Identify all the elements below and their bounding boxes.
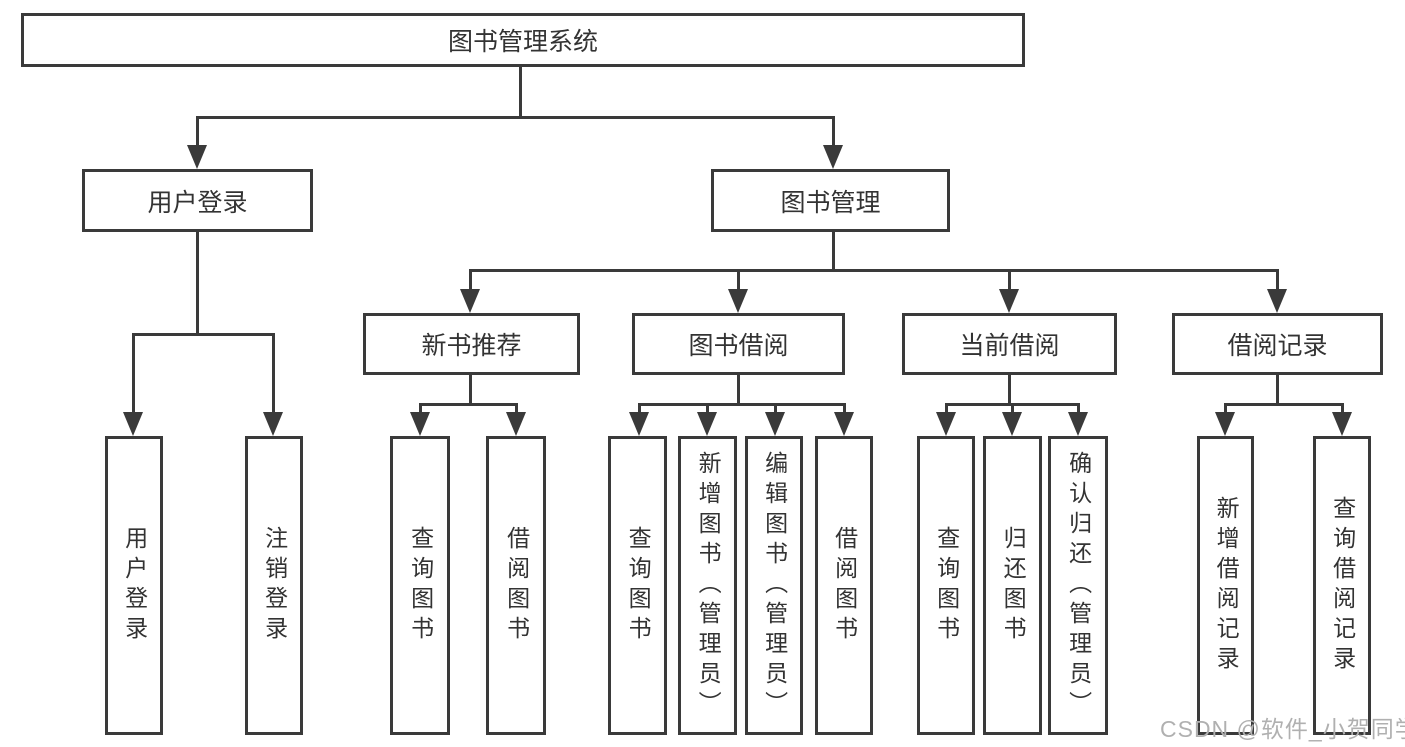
arrowhead-icon <box>1332 412 1352 436</box>
leaf-confirm-return-admin-label: 确认归还（管理员） <box>1065 450 1092 721</box>
leaf-add-borrow-record-label: 新增借阅记录 <box>1213 495 1240 676</box>
arrowhead-icon <box>629 412 649 436</box>
arrowhead-icon <box>823 145 843 169</box>
node-book-borrow-label: 图书借阅 <box>688 332 789 360</box>
connector <box>737 272 740 292</box>
leaf-borrow-books-2-label: 借阅图书 <box>831 525 858 646</box>
node-new-book-recommend: 新书推荐 <box>363 313 580 375</box>
connector <box>132 336 135 414</box>
node-book-borrow: 图书借阅 <box>632 313 845 375</box>
connector <box>638 403 641 415</box>
leaf-return-books: 归还图书 <box>983 436 1042 735</box>
connector <box>419 403 518 406</box>
leaf-add-books-admin: 新增图书（管理员） <box>678 436 737 735</box>
arrowhead-icon <box>936 412 956 436</box>
leaf-query-books-2: 查询图书 <box>608 436 667 735</box>
node-user-login-label: 用户登录 <box>147 188 248 217</box>
arrowhead-icon <box>506 412 526 436</box>
arrowhead-icon <box>697 412 717 436</box>
connector <box>196 232 199 336</box>
leaf-query-borrow-record: 查询借阅记录 <box>1313 436 1371 735</box>
leaf-query-books-2-label: 查询图书 <box>625 525 652 646</box>
leaf-query-borrow-record-label: 查询借阅记录 <box>1329 495 1356 676</box>
arrowhead-icon <box>187 145 207 169</box>
connector <box>515 403 518 415</box>
arrowhead-icon <box>460 289 480 313</box>
leaf-logout-label: 注销登录 <box>261 525 288 646</box>
node-current-borrow: 当前借阅 <box>902 313 1117 375</box>
connector <box>1276 375 1279 406</box>
node-new-book-recommend-label: 新书推荐 <box>421 332 522 360</box>
leaf-add-borrow-record: 新增借阅记录 <box>1197 436 1254 735</box>
connector <box>1008 375 1011 406</box>
connector <box>272 336 275 414</box>
connector <box>469 375 472 406</box>
leaf-borrow-books: 借阅图书 <box>486 436 546 735</box>
node-library-system: 图书管理系统 <box>21 13 1025 67</box>
node-current-borrow-label: 当前借阅 <box>959 332 1060 360</box>
connector <box>774 403 777 415</box>
leaf-query-books-label: 查询图书 <box>407 525 434 646</box>
node-book-management-label: 图书管理 <box>780 188 881 217</box>
arrowhead-icon <box>834 412 854 436</box>
arrowhead-icon <box>1267 289 1287 313</box>
connector <box>832 119 835 147</box>
leaf-borrow-books-label: 借阅图书 <box>503 525 530 646</box>
node-borrow-records-label: 借阅记录 <box>1227 332 1328 360</box>
arrowhead-icon <box>410 412 430 436</box>
connector <box>1341 403 1344 415</box>
leaf-borrow-books-2: 借阅图书 <box>815 436 873 735</box>
leaf-user-login-label: 用户登录 <box>121 525 148 646</box>
connector <box>706 403 709 415</box>
arrowhead-icon <box>1002 412 1022 436</box>
connector <box>469 269 1279 272</box>
leaf-query-books: 查询图书 <box>390 436 450 735</box>
leaf-edit-books-admin-label: 编辑图书（管理员） <box>761 450 788 721</box>
connector <box>832 232 835 272</box>
leaf-user-login: 用户登录 <box>105 436 163 735</box>
arrowhead-icon <box>765 412 785 436</box>
connector <box>1077 403 1080 415</box>
connector <box>1276 272 1279 292</box>
connector <box>419 403 422 415</box>
node-user-login: 用户登录 <box>82 169 313 232</box>
node-library-system-label: 图书管理系统 <box>447 28 598 56</box>
arrowhead-icon <box>123 412 143 436</box>
leaf-confirm-return-admin: 确认归还（管理员） <box>1048 436 1108 735</box>
leaf-return-books-label: 归还图书 <box>1000 525 1027 646</box>
node-borrow-records: 借阅记录 <box>1172 313 1383 375</box>
leaf-query-books-3: 查询图书 <box>917 436 975 735</box>
leaf-query-books-3-label: 查询图书 <box>933 525 960 646</box>
leaf-add-books-admin-label: 新增图书（管理员） <box>695 450 722 721</box>
arrowhead-icon <box>728 289 748 313</box>
connector <box>132 333 275 336</box>
connector <box>519 67 522 119</box>
connector <box>196 116 835 119</box>
arrowhead-icon <box>1215 412 1235 436</box>
leaf-edit-books-admin: 编辑图书（管理员） <box>745 436 803 735</box>
connector <box>1224 403 1344 406</box>
connector <box>1011 403 1014 415</box>
arrowhead-icon <box>263 412 283 436</box>
csdn-watermark: CSDN @软件_小贺同学 <box>1160 716 1405 742</box>
connector <box>1008 272 1011 292</box>
connector <box>737 375 740 406</box>
arrowhead-icon <box>1068 412 1088 436</box>
leaf-logout: 注销登录 <box>245 436 303 735</box>
connector <box>469 272 472 292</box>
arrowhead-icon <box>999 289 1019 313</box>
connector <box>638 403 846 406</box>
connector <box>843 403 846 415</box>
connector <box>1224 403 1227 415</box>
connector <box>945 403 948 415</box>
node-book-management: 图书管理 <box>711 169 950 232</box>
connector <box>196 119 199 147</box>
